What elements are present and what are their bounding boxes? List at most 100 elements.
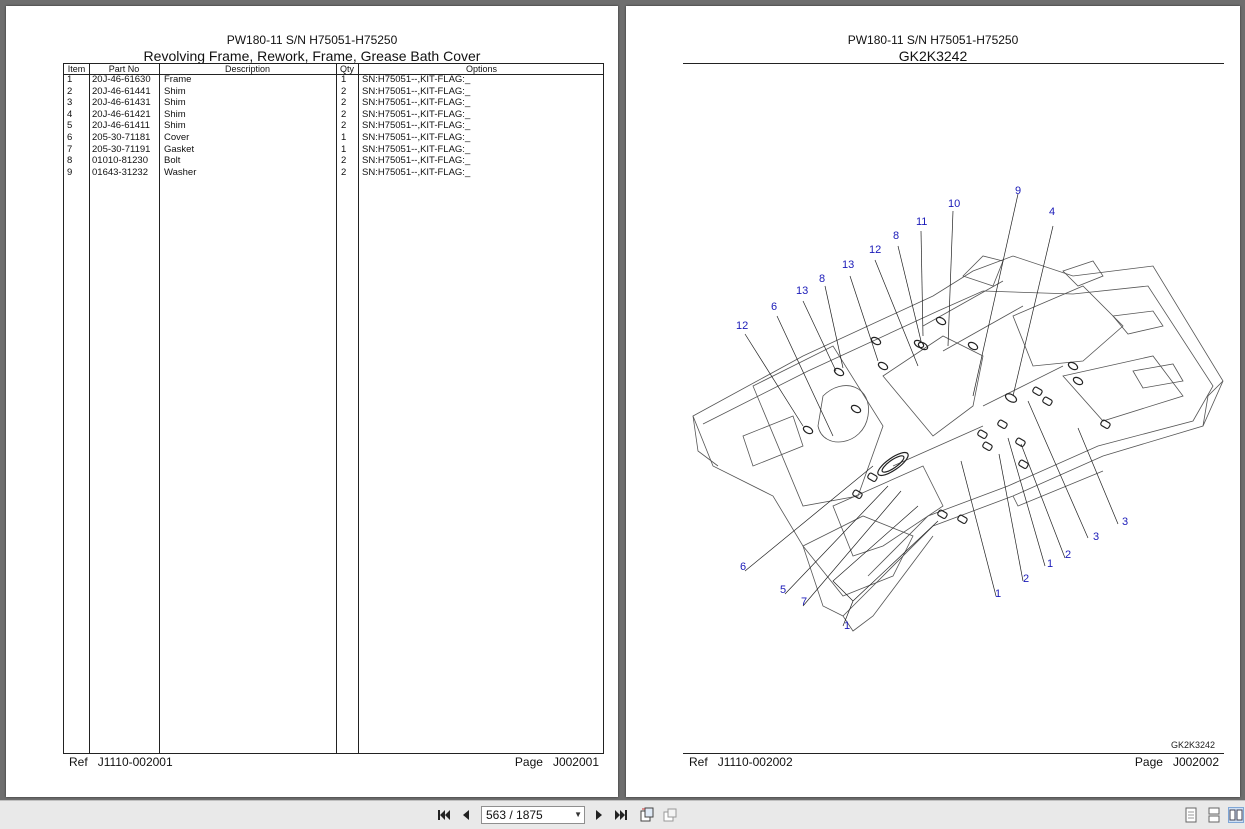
first-page-icon[interactable] <box>436 807 452 823</box>
callout-label: 10 <box>948 198 961 210</box>
cell-part-no: 205-30-71191 <box>92 143 151 155</box>
table-row: 5 20J-46-61411 Shim 2 SN:H75051--,KIT-FLAG:_ <box>64 120 603 132</box>
callout-label: 6 <box>740 561 747 573</box>
footer-page-value: J002001 <box>552 755 599 769</box>
cell-item: 4 <box>67 108 73 120</box>
table-row: 9 01643-31232 Washer 2 SN:H75051--,KIT-FLAG:… <box>64 167 603 179</box>
cell-description: Shim <box>164 120 186 132</box>
next-page-icon[interactable] <box>591 807 607 823</box>
callout-label: 5 <box>780 584 787 596</box>
cell-description: Shim <box>164 97 186 109</box>
page-subtitle: Revolving Frame, Rework, Frame, Grease B… <box>143 48 481 64</box>
cell-qty: 2 <box>341 108 347 120</box>
cell-part-no: 20J-46-61411 <box>92 120 150 132</box>
callout-label: 12 <box>736 320 749 332</box>
callout-label: 1 <box>844 620 851 632</box>
cell-description: Bolt <box>164 155 181 167</box>
cell-qty: 2 <box>341 120 347 132</box>
two-page-icon[interactable] <box>1228 807 1244 823</box>
page-number-input[interactable]: 563 / 1875 ▼ <box>481 806 585 824</box>
cell-options: SN:H75051--,KIT-FLAG:_ <box>362 108 471 120</box>
page-title: PW180-11 S/N H75051-H75250 <box>226 33 398 47</box>
cell-part-no: 20J-46-61630 <box>92 74 151 85</box>
cell-options: SN:H75051--,KIT-FLAG:_ <box>362 85 471 97</box>
chevron-down-icon[interactable]: ▼ <box>574 810 582 819</box>
footer-ref-label: Ref <box>689 755 708 769</box>
document-viewport[interactable]: PW180-11 S/N H75051-H75250 Revolving Fra… <box>0 0 1245 800</box>
footer-ref: Ref J1110-002001 <box>69 755 173 769</box>
footer-ref: Ref J1110-002002 <box>689 755 793 769</box>
header-options: Options <box>465 64 498 74</box>
footer-ref-value: J1110-002002 <box>717 755 793 769</box>
footer-page-label: Page <box>514 755 543 769</box>
table-row: 1 20J-46-61630 Frame 1 SN:H75051--,KIT-FLAG:… <box>64 74 603 86</box>
page-subtitle: GK2K3242 <box>898 48 968 64</box>
cell-qty: 2 <box>341 97 347 109</box>
callout-label: 2 <box>1023 573 1030 585</box>
cell-part-no: 20J-46-61421 <box>92 108 151 120</box>
callout-label: 6 <box>771 301 778 313</box>
prev-page-icon[interactable] <box>458 807 474 823</box>
column-divider <box>336 64 359 753</box>
last-page-icon[interactable] <box>613 807 629 823</box>
footer-page: Page J002001 <box>515 755 599 769</box>
cell-item: 3 <box>67 97 73 109</box>
callout-label: 11 <box>916 216 928 228</box>
cell-options: SN:H75051--,KIT-FLAG:_ <box>362 120 471 132</box>
footer-rule <box>683 753 1224 754</box>
cell-item: 1 <box>67 74 73 85</box>
footer-page-label: Page <box>1134 755 1163 769</box>
header-rule <box>683 63 1224 64</box>
cell-description: Washer <box>164 166 197 178</box>
parts-list-page: PW180-11 S/N H75051-H75250 Revolving Fra… <box>6 6 618 797</box>
cell-description: Shim <box>164 85 186 97</box>
callout-label: 7 <box>801 596 808 608</box>
callout-label: 8 <box>893 230 900 242</box>
cell-qty: 2 <box>341 166 347 178</box>
continuous-page-icon[interactable] <box>1206 807 1222 823</box>
cell-part-no: 01010-81230 <box>92 155 148 167</box>
cell-options: SN:H75051--,KIT-FLAG:_ <box>362 132 471 143</box>
cell-description: Frame <box>164 74 192 85</box>
callout-label: 13 <box>842 259 855 271</box>
header-item: Item <box>67 64 86 74</box>
cell-item: 8 <box>67 155 73 167</box>
cell-item: 7 <box>67 143 73 155</box>
callout-label: 9 <box>1015 185 1022 197</box>
fit-page-icon[interactable] <box>662 807 678 823</box>
cell-item: 6 <box>67 132 73 143</box>
callout-label: 12 <box>869 244 882 256</box>
cell-qty: 2 <box>341 85 347 97</box>
table-row: 2 20J-46-61441 Shim 2 SN:H75051--,KIT-FLAG:_ <box>64 86 603 98</box>
page-title: PW180-11 S/N H75051-H75250 <box>847 33 1019 47</box>
cell-qty: 1 <box>341 74 347 85</box>
cell-options: SN:H75051--,KIT-FLAG:_ <box>362 74 471 85</box>
cell-options: SN:H75051--,KIT-FLAG:_ <box>362 166 471 178</box>
footer-ref-value: J1110-002001 <box>97 755 173 769</box>
table-header: Item Part No Description Qty Options <box>64 64 603 75</box>
cell-part-no: 01643-31232 <box>92 166 148 178</box>
cell-item: 2 <box>67 85 73 97</box>
column-divider <box>64 64 90 753</box>
cell-part-no: 20J-46-61441 <box>92 85 151 97</box>
footer-page-value: J002002 <box>1172 755 1219 769</box>
footer-page: Page J002002 <box>1135 755 1219 769</box>
callout-label: 13 <box>796 285 809 297</box>
table-row: 7 205-30-71191 Gasket 1 SN:H75051--,KIT-FLAG… <box>64 144 603 156</box>
cell-item: 9 <box>67 166 73 178</box>
exploded-parts-diagram <box>692 193 1224 632</box>
single-page-icon[interactable] <box>1183 807 1199 823</box>
callout-label: 8 <box>819 273 826 285</box>
cell-item: 5 <box>67 120 73 132</box>
callout-label: 3 <box>1093 531 1100 543</box>
page-indicator: 563 / 1875 <box>486 808 543 822</box>
column-divider <box>159 64 337 753</box>
callout-label: 3 <box>1122 516 1129 528</box>
cell-description: Gasket <box>164 143 195 155</box>
rotate-view-icon[interactable] <box>639 807 655 823</box>
cell-options: SN:H75051--,KIT-FLAG:_ <box>362 143 471 155</box>
cell-qty: 1 <box>341 143 347 155</box>
